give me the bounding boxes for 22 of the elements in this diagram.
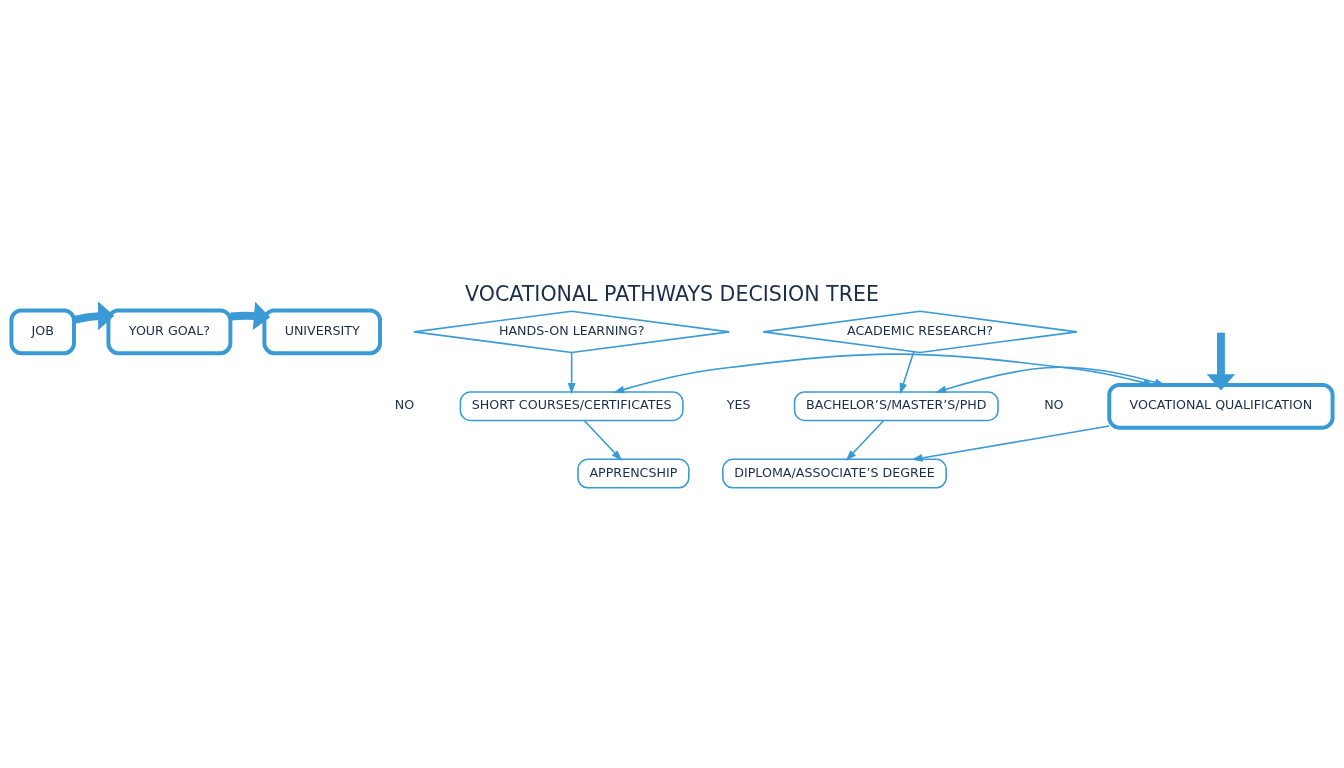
node-box: VOCATIONAL QUALIFICATION (1107, 382, 1335, 430)
node-box: YOUR GOAL? (106, 307, 233, 355)
node-diamond: HANDS-ON LEARNING? (413, 309, 730, 353)
node-box: APPRENCSHIP (577, 458, 690, 489)
node-box: BACHELOR’S/MASTER’S/PHD (793, 390, 999, 421)
arrow (73, 301, 115, 330)
arrow (911, 424, 1110, 462)
node-box: DIPLOMA/ASSOCIATE’S DEGREE (722, 458, 947, 489)
arrow (230, 301, 271, 330)
node-box: JOB (9, 307, 76, 355)
arrow (613, 352, 1155, 393)
arrow (583, 419, 623, 461)
label: NO (1044, 396, 1064, 412)
diagram-title: VOCATIONAL PATHWAYS DECISION TREE (465, 281, 879, 306)
node-box: UNIVERSITY (262, 307, 382, 355)
arrow (899, 350, 915, 394)
arrow (567, 351, 576, 394)
arrow (845, 419, 885, 461)
label: NO (394, 396, 415, 412)
node-box: SHORT COURSES/CERTIFICATES (459, 390, 684, 421)
label: YES (726, 396, 751, 412)
node-diamond: ACADEMIC RESEARCH? (762, 309, 1078, 353)
